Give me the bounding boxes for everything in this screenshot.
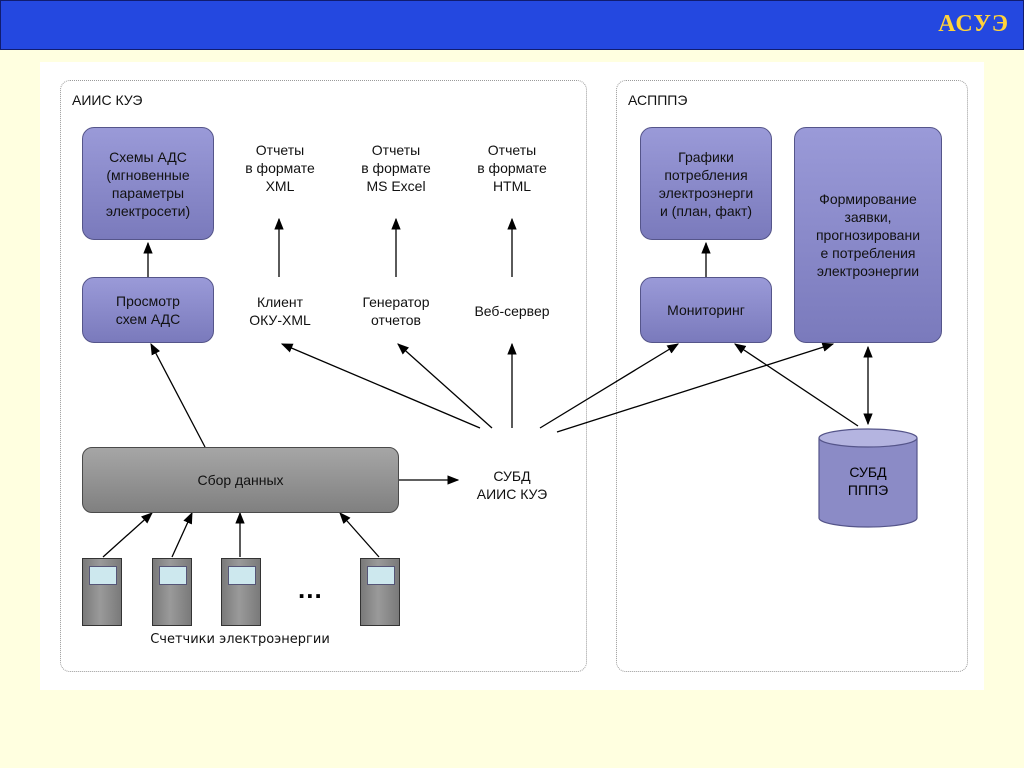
node-xml-reports: Отчеты в формате XML [245,142,315,194]
arrow-meter1-to-collection [102,512,153,558]
page-title: АСУЭ [938,11,1009,37]
title-bar: АСУЭ [0,0,1024,50]
arrow-dbms-to-forecast [556,342,835,433]
arrow-dbms-to-client [280,343,481,429]
node-excel-reports: Отчеты в формате MS Excel [361,142,431,194]
meter-icon [221,558,261,626]
meters-ellipsis: ... [298,574,323,604]
meter-icon [152,558,192,626]
node-html-reports: Отчеты в формате HTML [477,142,547,194]
node-data-collection: Сбор данных [82,447,399,513]
arrow-meter4-to-collection [339,512,380,558]
arrow-ppe-to-monitoring [734,343,859,427]
node-dbms-ppe: СУБД ПППЭ [847,464,889,498]
section-label-aspppe: АСПППЭ [628,92,688,108]
meters-caption: Счетчики электроэнергии [150,632,330,647]
arrow-meter2-to-collection [171,511,193,558]
node-dbms-aiis: СУБД АИИС КУЭ [476,468,548,502]
arrow-dbms-to-monitoring [539,343,679,429]
database-cylinder-icon [818,428,918,528]
node-report-generator: Генератор отчетов [362,294,430,328]
node-ads-schemes: Схемы АДС (мгновенные параметры электрос… [82,127,214,240]
node-forecast: Формирование заявки, прогнозировани е по… [794,127,942,343]
node-view-ads: Просмотр схем АДС [82,277,214,343]
node-consumption-graphs: Графики потребления электроэнерги и (пла… [640,127,772,240]
section-label-aiis-kue: АИИС КУЭ [72,92,143,108]
node-client-oku: Клиент ОКУ-XML [249,294,311,328]
meter-icon [82,558,122,626]
arrow-dbms-to-generator [397,343,493,429]
section-aspppe [616,80,968,672]
node-web-server: Веб-сервер [474,303,550,319]
arrow-collection-to-view [150,342,206,448]
node-monitoring: Мониторинг [640,277,772,343]
meter-icon [360,558,400,626]
section-aiis-kue [60,80,587,672]
